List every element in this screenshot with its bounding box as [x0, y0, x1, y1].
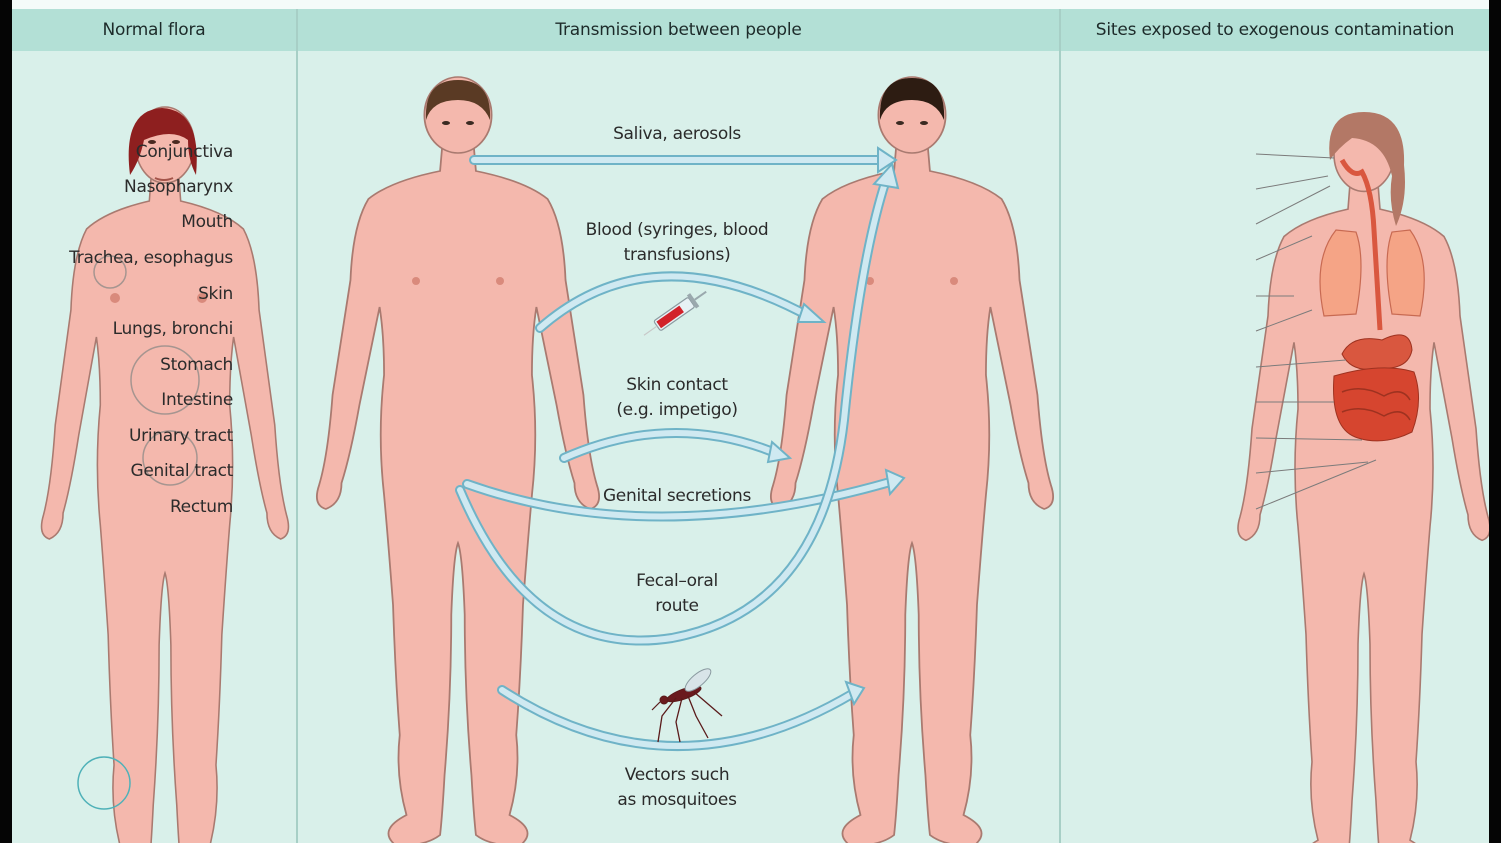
site-label-conjunctiva: Conjunctiva: [136, 142, 233, 162]
site-label-lungs-bronchi: Lungs, bronchi: [113, 319, 233, 339]
route-label-blood-line2: transfusions): [557, 243, 797, 268]
route-label-vectors-line2: as mosquitoes: [587, 788, 767, 813]
site-label-trachea-esophagus: Trachea, esophagus: [69, 248, 233, 268]
site-label-skin: Skin: [198, 284, 233, 304]
intestine-organ: [1334, 368, 1419, 441]
route-label-skin-line2: (e.g. impetigo): [577, 398, 777, 423]
male-figure-right: [771, 77, 1053, 843]
route-label-blood-line1: Blood (syringes, blood: [557, 218, 797, 243]
site-label-rectum: Rectum: [170, 497, 233, 517]
route-label-fecal-line1: Fecal–oral: [602, 569, 752, 594]
site-label-intestine: Intestine: [161, 390, 233, 410]
syringe-icon: [639, 285, 710, 342]
arrow-skin: [564, 433, 790, 462]
site-label-mouth: Mouth: [181, 212, 233, 232]
mosquito-icon: [652, 665, 722, 742]
diagram-panel: Normal flora Transmission between people…: [12, 0, 1489, 843]
route-label-saliva: Saliva, aerosols: [572, 122, 782, 147]
route-label-vectors-line1: Vectors such: [587, 763, 767, 788]
route-label-fecal-line2: route: [602, 594, 752, 619]
site-label-genital-tract: Genital tract: [130, 461, 233, 481]
site-label-stomach: Stomach: [160, 355, 233, 375]
male-figure-left: [317, 77, 599, 843]
arrow-saliva: [474, 148, 896, 172]
route-label-genital: Genital secretions: [572, 484, 782, 509]
female-figure-organs: [1238, 112, 1489, 843]
site-label-nasopharynx: Nasopharynx: [124, 177, 233, 197]
site-label-urinary-tract: Urinary tract: [129, 426, 233, 446]
route-label-skin-line1: Skin contact: [577, 373, 777, 398]
